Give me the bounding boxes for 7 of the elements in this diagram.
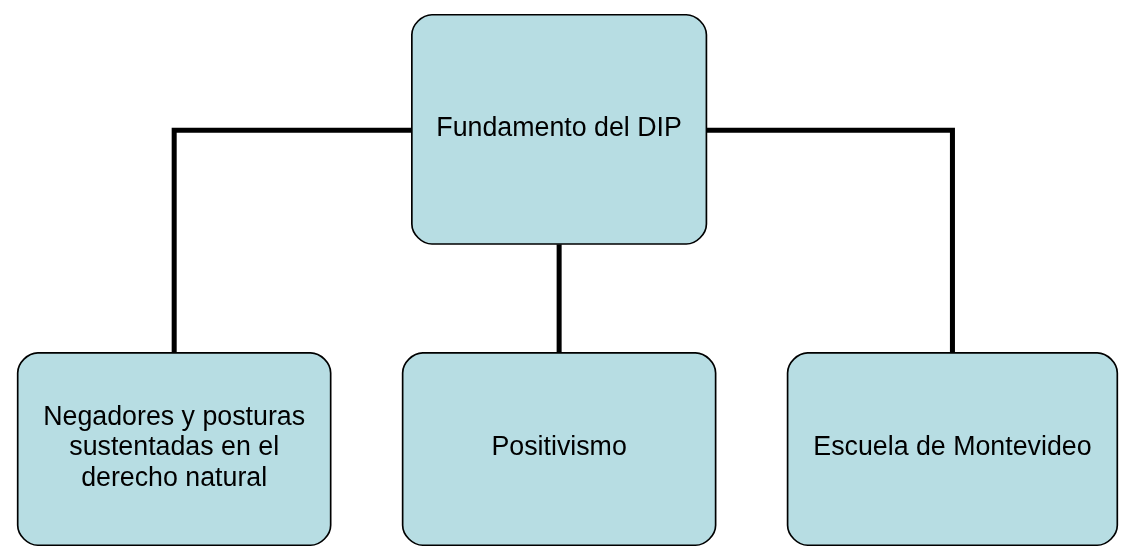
node-box: Escuela de Montevideo <box>786 351 1118 547</box>
node-box: Negadores y posturas sustentadas en el derecho natural <box>16 351 331 547</box>
node-box: Fundamento del DIP <box>410 13 707 245</box>
connector <box>556 244 562 353</box>
connector <box>171 127 411 353</box>
node-box: Positivismo <box>401 351 716 547</box>
connector <box>706 127 955 353</box>
